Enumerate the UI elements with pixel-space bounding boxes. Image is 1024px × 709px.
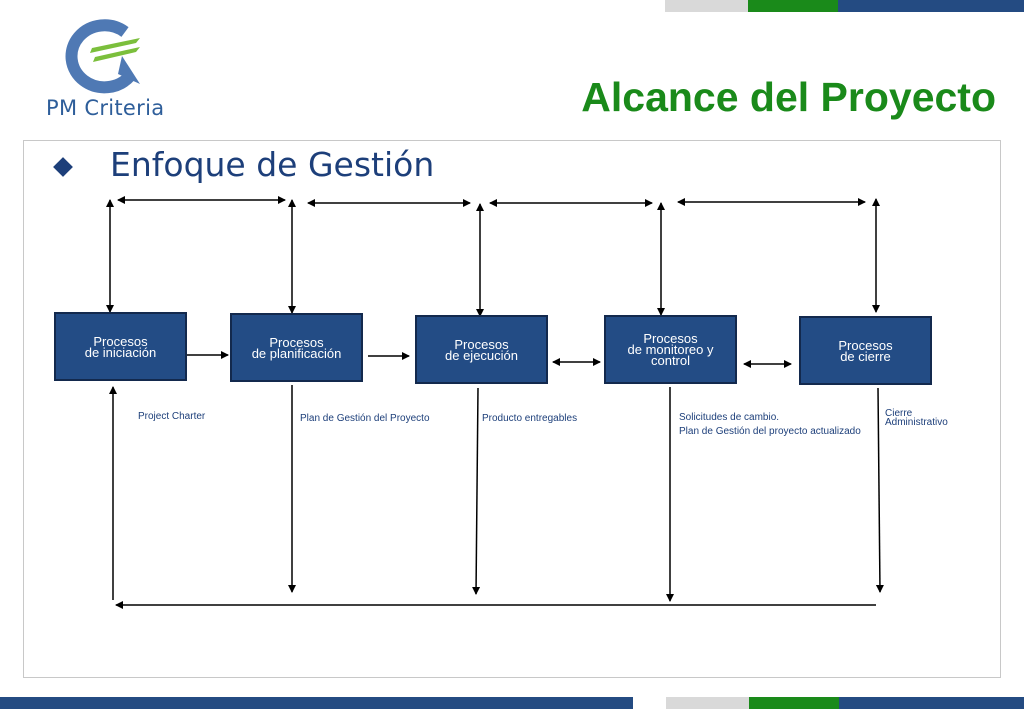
- process-box-closing: Procesos de cierre: [799, 316, 932, 385]
- output-line: Administrativo: [885, 417, 948, 428]
- output-line: Plan de Gestión del Proyecto: [300, 413, 430, 424]
- process-box-monitoring: Procesos de monitoreo y control: [604, 315, 737, 384]
- process-box-initiation: Procesos de iniciación: [54, 312, 187, 381]
- output-arrow-5: [875, 387, 884, 593]
- process-label: Procesos: [93, 333, 148, 349]
- content-frame: [23, 140, 1001, 678]
- process-label: Procesos: [454, 336, 509, 352]
- process-label: control: [650, 353, 691, 368]
- process-label: Procesos: [838, 337, 893, 353]
- output-arrow-3: [472, 387, 481, 595]
- bottom-bar-grey: [666, 697, 749, 709]
- process-label: de ejecución: [445, 347, 518, 363]
- output-line: Plan de Gestión del proyecto actualizado: [679, 426, 861, 437]
- bottom-bar-green: [749, 697, 839, 709]
- output-label-monitoring: Solicitudes de cambio. Plan de Gestión d…: [679, 411, 861, 439]
- process-box-execution: Procesos de ejecución: [415, 315, 548, 384]
- process-label: de cierre: [840, 348, 891, 364]
- output-label-closing: Cierre Administrativo: [885, 408, 948, 428]
- top-bar-green: [748, 0, 838, 12]
- process-label: de iniciación: [84, 344, 157, 360]
- process-label: de monitoreo y: [627, 342, 714, 357]
- process-box-planning: Procesos de planificación: [230, 313, 363, 382]
- pm-criteria-logo: PM Criteria: [40, 18, 180, 128]
- slide-title: Alcance del Proyecto: [581, 74, 996, 120]
- output-line: Project Charter: [138, 411, 206, 422]
- output-line: Producto entregables: [482, 413, 578, 424]
- output-line: Solicitudes de cambio.: [679, 412, 780, 423]
- output-line: Cierre: [885, 408, 913, 419]
- output-label-initiation: Project Charter: [138, 410, 205, 424]
- logo-text: PM Criteria: [46, 96, 165, 120]
- process-label: de planificación: [251, 345, 342, 361]
- logo-mark-icon: [65, 19, 140, 94]
- process-label: Procesos: [643, 331, 698, 346]
- top-bar-blue: [838, 0, 1024, 12]
- bottom-bar-blue-left: [0, 697, 633, 709]
- output-label-execution: Producto entregables: [482, 412, 577, 426]
- slide-subtitle: Enfoque de Gestión: [110, 145, 435, 184]
- output-label-planning: Plan de Gestión del Proyecto: [300, 412, 430, 426]
- top-bar-grey: [665, 0, 748, 12]
- process-label: Procesos: [269, 334, 324, 350]
- bottom-bar-blue-right: [839, 697, 1024, 709]
